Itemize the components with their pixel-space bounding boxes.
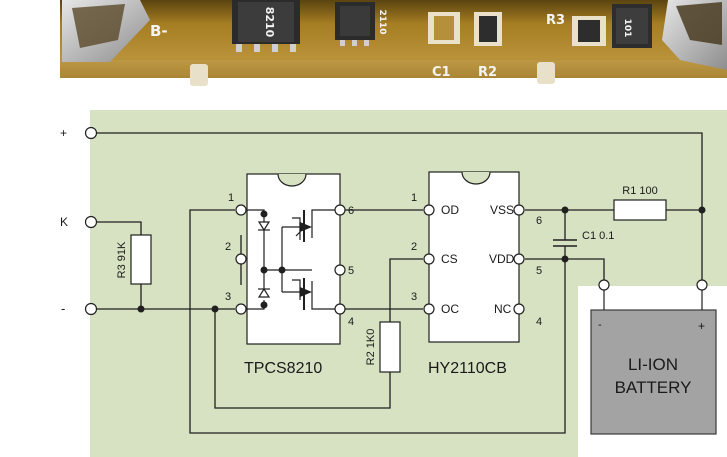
protection-label-od: OD <box>441 203 459 217</box>
resistor-r1 <box>613 199 667 221</box>
battery-terminal-pos <box>696 279 708 291</box>
pcb-label-chip-right: 2110 <box>377 9 387 34</box>
pcb-resistor-101 <box>612 4 652 48</box>
protection-pin-od <box>423 204 435 216</box>
pcb-label-c1: C1 <box>432 65 451 80</box>
protection-pin-num-6: 6 <box>536 215 542 227</box>
mosfet-pin-label-4: 4 <box>348 316 354 328</box>
pcb-resistor-r2 <box>474 12 502 46</box>
mosfet-pin-2 <box>235 253 247 265</box>
mosfet-pin-1 <box>235 204 247 216</box>
protection-pin-cs <box>423 253 435 265</box>
battery-neg-label: - <box>598 319 602 331</box>
mosfet-ic-body <box>246 173 341 345</box>
pcb-label-r3: R3 <box>546 13 565 28</box>
terminal-k <box>84 215 98 229</box>
mosfet-pin-label-5: 5 <box>348 265 354 277</box>
pcb-label-r2: R2 <box>478 65 497 80</box>
protection-pin-num-1: 1 <box>411 192 417 204</box>
protection-label-vdd: VDD <box>489 252 515 266</box>
mosfet-pin-label-3: 3 <box>225 291 231 303</box>
wire-r2-bottom <box>214 309 391 409</box>
diode-top-icon <box>257 221 271 232</box>
wire-pin1-loop <box>189 209 566 434</box>
protection-pin-vss <box>513 204 525 216</box>
protection-pin-nc <box>513 303 525 315</box>
mosfet-pin-6 <box>334 204 346 216</box>
battery-label-line1: LI-ION <box>628 355 678 374</box>
pcb-label-res-right: 101 <box>622 19 632 38</box>
wire-vdd <box>525 258 605 282</box>
capacitor-c1 <box>553 239 577 247</box>
pcb-photo: 8210 2110 101 B- <box>60 0 727 86</box>
protection-label-oc: OC <box>441 302 459 316</box>
capacitor-c1-label: C1 0.1 <box>582 230 614 242</box>
pcb-capacitor-c1 <box>428 12 460 44</box>
mosfet-pin-label-2: 2 <box>225 241 231 253</box>
resistor-r2-label: R2 1K0 <box>365 329 377 366</box>
mosfet-pin-4 <box>334 303 346 315</box>
terminal-plus <box>84 126 98 140</box>
protection-pin-num-5: 5 <box>536 265 542 277</box>
wire-k-line <box>97 221 142 235</box>
pcb-chip-protection <box>335 2 375 46</box>
pcb-resistor-r3 <box>572 16 606 46</box>
resistor-r1-label: R1 100 <box>622 185 657 197</box>
pcb-label-chip-top: 8210 <box>263 7 276 38</box>
resistor-r2 <box>379 321 401 373</box>
protection-ic-notch <box>461 171 491 185</box>
terminal-k-label: K <box>60 215 68 229</box>
wire-cs-r2 <box>389 258 423 322</box>
resistor-r3 <box>130 234 152 285</box>
battery-body <box>590 309 717 435</box>
mosfet-ic-name: TPCS8210 <box>244 360 322 377</box>
protection-ic <box>423 171 525 343</box>
pcb-bump-left <box>190 64 208 86</box>
protection-label-nc: NC <box>494 302 512 316</box>
protection-pin-oc <box>423 303 435 315</box>
diode-bottom-icon <box>257 287 271 298</box>
mosfet-ic <box>235 173 346 345</box>
protection-pin-num-4: 4 <box>536 316 542 328</box>
pcb-chip-mosfet <box>232 0 300 52</box>
pcb-label-b-minus: B- <box>150 22 168 40</box>
fet-arrow-top-icon <box>300 222 312 232</box>
wire-plus-rail <box>97 132 703 280</box>
terminal-plus-label: + <box>60 126 67 140</box>
mosfet-pin-label-1: 1 <box>228 192 234 204</box>
pcb-bump-right <box>537 62 555 84</box>
terminal-minus <box>84 302 98 316</box>
protection-ic-name: HY2110CB <box>428 360 507 377</box>
terminal-minus-label: - <box>61 301 65 316</box>
mosfet-ic-notch <box>277 173 307 187</box>
fet-arrow-bottom-icon <box>300 287 312 297</box>
battery-terminal-neg <box>598 279 610 291</box>
mosfet-pin-label-6: 6 <box>348 205 354 217</box>
battery-pos-label: + <box>698 319 705 333</box>
resistor-r3-label: R3 91K <box>116 241 128 278</box>
protection-label-cs: CS <box>441 252 458 266</box>
protection-pin-num-2: 2 <box>411 241 417 253</box>
battery-label-line2: BATTERY <box>615 378 692 397</box>
mosfet-pin-5 <box>334 264 346 276</box>
protection-pin-num-3: 3 <box>411 291 417 303</box>
protection-label-vss: VSS <box>490 203 514 217</box>
mosfet-pin-3 <box>235 303 247 315</box>
protection-pin-vdd <box>513 253 525 265</box>
protection-ic-body <box>428 171 520 343</box>
junctions <box>137 206 706 313</box>
